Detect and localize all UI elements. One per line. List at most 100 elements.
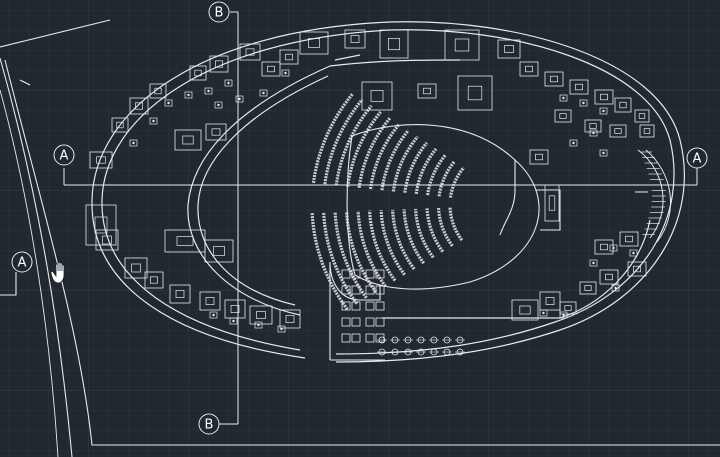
furniture-piece — [281, 69, 290, 77]
furniture-dot — [207, 89, 210, 93]
room — [559, 301, 577, 315]
furniture-dot — [602, 109, 605, 113]
dining-table — [341, 333, 351, 343]
room — [579, 281, 597, 295]
section-bubble-b-top[interactable]: B — [208, 1, 230, 23]
room-fixture — [205, 297, 215, 305]
section-bubble-a-right[interactable]: A — [686, 147, 708, 169]
furniture-dot — [167, 101, 170, 105]
room — [529, 149, 549, 165]
room-fixture — [285, 53, 293, 61]
room-fixture — [559, 113, 567, 119]
room-fixture — [600, 93, 608, 101]
room-fixture — [256, 311, 266, 319]
furniture-dot — [562, 313, 565, 317]
auditorium-seating — [310, 92, 466, 311]
room-fixture — [230, 305, 240, 313]
dining-table — [365, 269, 375, 279]
dining-table — [351, 269, 361, 279]
seat-row — [334, 104, 373, 186]
room-fixture — [94, 216, 108, 234]
section-label-a-bottom-left: A — [18, 256, 27, 271]
furniture-piece — [259, 89, 268, 97]
furniture-dot — [592, 131, 595, 135]
dining-table — [365, 317, 375, 327]
room-fixture — [308, 38, 320, 48]
room-fixture — [245, 48, 255, 56]
room-fixture — [584, 285, 592, 291]
seat-row — [437, 160, 456, 197]
section-bubble-a-bottom-left[interactable]: A — [11, 251, 33, 273]
room — [169, 284, 191, 304]
dining-table — [341, 285, 351, 295]
section-line-b — [219, 11, 239, 425]
section-bubble-b-bottom[interactable]: B — [198, 413, 220, 435]
section-bubble-a-left[interactable]: A — [53, 144, 75, 166]
seat-row — [357, 117, 392, 188]
seat-row — [322, 212, 359, 305]
room-fixture — [182, 135, 194, 145]
furniture-dot — [602, 151, 605, 155]
room — [129, 97, 149, 115]
room — [204, 239, 234, 263]
furniture-piece — [559, 311, 568, 319]
room — [614, 97, 632, 113]
furniture-piece — [229, 317, 238, 325]
furniture-blocks — [129, 69, 638, 333]
room-fixture — [215, 60, 223, 68]
room-fixture — [175, 290, 185, 298]
dining-table — [365, 301, 375, 311]
dining-table — [351, 301, 361, 311]
room-fixture — [600, 243, 608, 251]
seat-row — [356, 210, 387, 288]
room-fixture — [116, 121, 124, 129]
furniture-piece — [164, 99, 173, 107]
room-fixture — [504, 45, 514, 53]
room — [361, 81, 393, 111]
room-fixture — [285, 315, 295, 323]
room-fixture — [150, 276, 158, 284]
seat-row — [380, 129, 410, 191]
room-fixture — [564, 305, 572, 311]
furniture-piece — [589, 129, 598, 137]
room — [569, 79, 589, 95]
dining-table — [365, 333, 375, 343]
furniture-piece — [129, 139, 138, 147]
furniture-piece — [589, 259, 598, 267]
room — [174, 129, 202, 151]
room-fixture — [548, 195, 556, 211]
dining-table — [375, 285, 385, 295]
room-fixture — [535, 153, 543, 161]
seat-row — [333, 211, 368, 299]
room-fixture — [467, 85, 483, 101]
room — [249, 305, 273, 325]
section-label-b-top: B — [215, 6, 224, 21]
room-fixture — [388, 38, 400, 50]
furniture-dot — [582, 101, 585, 105]
furniture-dot — [232, 319, 235, 323]
seat-row — [402, 209, 425, 265]
room — [149, 83, 167, 99]
room — [609, 124, 627, 138]
room — [95, 229, 119, 251]
furniture-piece — [149, 117, 158, 125]
furniture-dot — [614, 286, 617, 290]
room — [89, 151, 113, 169]
room — [205, 123, 227, 141]
furniture-dot — [612, 246, 615, 250]
room-fixture — [638, 113, 646, 119]
room — [111, 117, 129, 133]
dining-table — [351, 317, 361, 327]
room — [261, 61, 281, 77]
furniture-dot — [187, 93, 190, 97]
furniture-dot — [152, 119, 155, 123]
dining-table — [341, 301, 351, 311]
furniture-piece — [599, 149, 608, 157]
furniture-dot — [280, 327, 283, 331]
room — [417, 83, 437, 99]
furniture-piece — [209, 311, 218, 319]
room — [519, 61, 539, 77]
section-line-a — [63, 168, 698, 186]
